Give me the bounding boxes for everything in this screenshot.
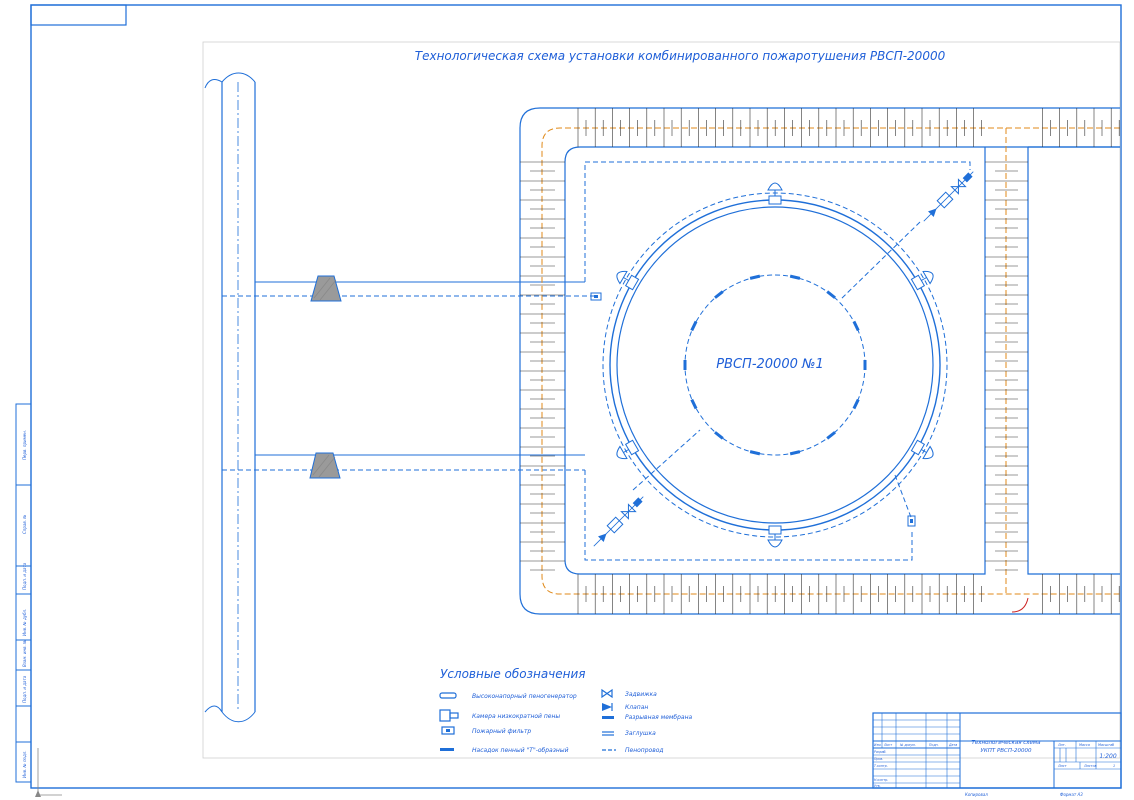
- tb-role-2: Пров.: [874, 757, 883, 761]
- valve-assembly-lower: [593, 496, 644, 547]
- tb-row-label-1: Изм.: [874, 743, 882, 747]
- lower-branch-lines: [222, 452, 585, 479]
- foam-nozzle-icon: [690, 398, 698, 410]
- upper-wall-crossing-icon: [310, 275, 342, 302]
- foam-pipeline-return: [584, 470, 913, 561]
- legend-left-3: Пожарный фильтр: [472, 728, 531, 735]
- upper-branch-lines: [222, 275, 595, 302]
- foam-nozzle-icon: [826, 431, 836, 440]
- legend-right-1: Задвижка: [625, 691, 657, 698]
- foam-chamber-icon: [439, 709, 451, 722]
- drawing-area: [202, 41, 1121, 759]
- side-stamp-4: Инв. № дубл.: [22, 609, 27, 636]
- filter-upper-core: [594, 295, 598, 298]
- tb-sheets-value: 1: [1113, 764, 1115, 768]
- legend-title: Условные обозначения: [440, 667, 586, 681]
- legend-right-4: Заглушка: [625, 730, 656, 737]
- filter-upper-icon: [590, 292, 602, 301]
- foam-nozzle-icon: [749, 274, 761, 280]
- burst-membrane-icon: [602, 716, 614, 719]
- foam-chamber-icon: [767, 182, 783, 205]
- diagram-title: Технологическая схема установки комбинир…: [415, 49, 946, 63]
- tb-format: Формат А3: [1060, 792, 1083, 797]
- tb-sheets-label: Листов: [1083, 764, 1097, 768]
- foam-nozzle-icon: [826, 290, 836, 299]
- tank-rvsp-20000: РВСП-20000 №1: [602, 182, 948, 548]
- valve-assembly-upper: [923, 171, 974, 222]
- foam-chamber-icon: [910, 439, 934, 460]
- tb-scale-value: 1:200: [1099, 753, 1116, 760]
- foam-nozzle-icon: [683, 360, 687, 370]
- tb-col-mass: Масса: [1079, 743, 1090, 747]
- check-valve-icon: [602, 703, 612, 711]
- foam-nozzle-icon: [789, 450, 801, 456]
- legend-left-1: Высоконапорный пеногенератор: [472, 693, 577, 700]
- legend: Условные обозначения Высоконапорный пено…: [439, 667, 693, 754]
- feeder-line-upper: [839, 221, 921, 301]
- foam-chamber-icon: [616, 270, 640, 291]
- side-stamp-5: Взам. инв. №: [22, 640, 27, 667]
- tank-label: РВСП-20000 №1: [716, 357, 824, 372]
- side-stamp: Перв. примен. Справ. № Подп. и дата Инв.…: [15, 403, 32, 783]
- foam-pipeline-route: [584, 161, 971, 282]
- dike-embankment: [519, 107, 1120, 615]
- tb-doc-title-1: Технологическая схема: [972, 740, 1042, 746]
- foam-nozzle-icon: [690, 320, 698, 332]
- legend-left-2: Камера низкократной пены: [472, 713, 560, 720]
- nozzle-icon: [440, 748, 454, 751]
- top-left-tab: [30, 4, 127, 26]
- tb-row-label-5: Дата: [948, 743, 957, 747]
- tb-col-lit: Лит.: [1057, 743, 1066, 747]
- foam-generator-icon: [439, 692, 457, 699]
- legend-left-4: Насадок пенный "Т"-образный: [472, 747, 569, 754]
- side-stamp-2: Справ. №: [22, 515, 27, 534]
- legend-right-2: Клапан: [625, 704, 648, 711]
- foam-chamber-icon: [616, 439, 640, 460]
- gate-valve-icon: [601, 688, 613, 699]
- tb-role-1: Разраб.: [874, 750, 887, 754]
- side-stamp-6: Подп. и дата: [22, 675, 27, 703]
- foam-nozzle-icon: [852, 398, 860, 410]
- tb-row-label-4: Подп.: [929, 743, 939, 747]
- foam-nozzle-icon: [714, 290, 724, 299]
- tb-col-scale: Масштаб: [1098, 743, 1114, 747]
- tb-doc-title-2: УКПТ РВСП-20000: [980, 748, 1032, 754]
- foam-nozzle-icon: [749, 450, 761, 456]
- side-stamp-7: Инв. № подл.: [22, 750, 27, 778]
- filter-right-icon: [907, 515, 916, 527]
- tb-role-5: Н.контр.: [874, 778, 888, 782]
- legend-right-3: Разрывная мембрана: [625, 714, 693, 721]
- foam-chamber-icon: [910, 270, 934, 291]
- main-collector-pipe: [204, 72, 256, 723]
- foam-nozzle-icon: [789, 274, 801, 280]
- side-stamp-3: Подп. и дата: [22, 562, 27, 590]
- tb-row-label-3: № докум.: [899, 743, 916, 747]
- filter-icon: [441, 726, 455, 735]
- filter-right-core: [910, 519, 913, 523]
- tb-row-label-2: Лист: [883, 743, 892, 747]
- feeder-line-lower: [632, 429, 701, 491]
- foam-nozzle-icon: [714, 431, 724, 440]
- tb-role-3: Т.контр.: [874, 764, 888, 768]
- tb-role-6: Утв.: [874, 784, 881, 788]
- foam-nozzle-icon: [863, 360, 867, 370]
- foam-chamber-icon: [767, 525, 783, 548]
- title-block: Изм. Лист № докум. Подп. Дата Разраб. Пр…: [872, 712, 1122, 797]
- tb-sheet-label: Лист: [1057, 764, 1068, 768]
- lower-wall-crossing-icon: [309, 452, 341, 479]
- axis-marker-icon: [35, 748, 62, 797]
- tb-copied: Копировал: [965, 792, 988, 797]
- feeder-line-right: [894, 474, 913, 521]
- side-stamp-1: Перв. примен.: [22, 430, 27, 460]
- legend-right-5: Пенопровод: [625, 747, 664, 754]
- foam-nozzle-icon: [852, 320, 860, 332]
